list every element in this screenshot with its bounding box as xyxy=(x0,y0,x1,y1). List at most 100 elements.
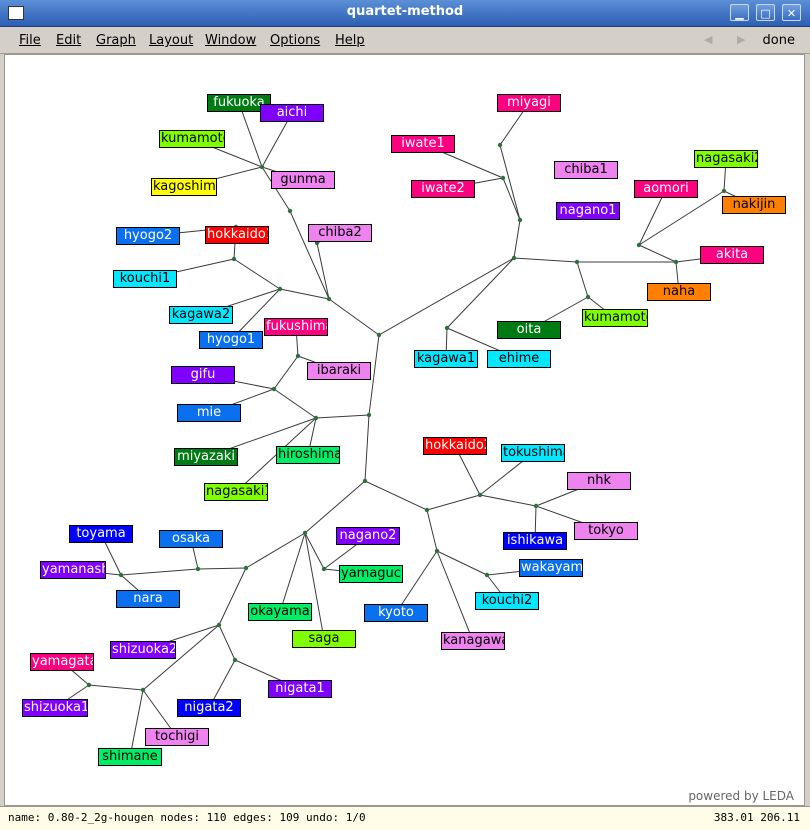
leaf-node-kyoto[interactable]: kyoto xyxy=(364,604,428,622)
junction-node[interactable] xyxy=(243,565,249,571)
leaf-node-fukushima[interactable]: fukushima xyxy=(264,318,328,336)
junction-node[interactable] xyxy=(444,325,450,331)
leaf-node-nigata1[interactable]: nigata1 xyxy=(268,680,332,698)
leaf-node-nakijin[interactable]: nakijin xyxy=(722,196,786,214)
menu-options[interactable]: Options xyxy=(270,33,321,48)
leaf-node-iwate2[interactable]: iwate2 xyxy=(411,180,475,198)
junction-node[interactable] xyxy=(277,286,283,292)
junction-node[interactable] xyxy=(86,682,92,688)
leaf-node-kumamoto2[interactable]: kumamoto2 xyxy=(159,130,225,148)
leaf-node-fukuoka[interactable]: fukuoka xyxy=(207,94,271,112)
leaf-node-aichi[interactable]: aichi xyxy=(260,104,324,122)
junction-node[interactable] xyxy=(424,507,430,513)
leaf-node-shizuoka1[interactable]: shizuoka1 xyxy=(22,699,88,717)
junction-node[interactable] xyxy=(511,255,517,261)
junction-node[interactable] xyxy=(118,572,124,578)
leaf-node-mie[interactable]: mie xyxy=(177,404,241,422)
junction-node[interactable] xyxy=(484,572,490,578)
leaf-node-chiba1[interactable]: chiba1 xyxy=(554,161,618,179)
junction-node[interactable] xyxy=(721,188,727,194)
junction-node[interactable] xyxy=(434,548,440,554)
leaf-node-hyogo1[interactable]: hyogo1 xyxy=(199,331,263,349)
leaf-node-nara[interactable]: nara xyxy=(116,590,180,608)
menu-edit[interactable]: Edit xyxy=(56,33,82,48)
junction-node[interactable] xyxy=(376,332,382,338)
junction-node[interactable] xyxy=(497,142,503,148)
menu-layout[interactable]: Layout xyxy=(149,33,194,48)
leaf-node-kagawa2[interactable]: kagawa2 xyxy=(169,306,233,324)
junction-node[interactable] xyxy=(232,657,238,663)
leaf-node-nagano1[interactable]: nagano1 xyxy=(556,202,620,220)
maximize-button[interactable]: □ xyxy=(756,4,775,21)
leaf-node-wakayama[interactable]: wakayama xyxy=(519,559,583,577)
junction-node[interactable] xyxy=(302,530,308,536)
leaf-node-shimane[interactable]: shimane xyxy=(98,748,162,766)
leaf-node-hokkaido1[interactable]: hokkaido1 xyxy=(205,226,269,244)
junction-node[interactable] xyxy=(366,412,372,418)
junction-node[interactable] xyxy=(477,492,483,498)
junction-node[interactable] xyxy=(216,622,222,628)
leaf-node-yamaguchi[interactable]: yamaguchi xyxy=(339,565,403,583)
leaf-node-kanagawa[interactable]: kanagawa xyxy=(441,632,505,650)
junction-node[interactable] xyxy=(259,164,265,170)
leaf-node-yamanashi[interactable]: yamanashi xyxy=(40,561,106,579)
junction-node[interactable] xyxy=(362,478,368,484)
junction-node[interactable] xyxy=(585,294,591,300)
minimize-button[interactable]: ▁ xyxy=(730,4,749,21)
menu-file[interactable]: File xyxy=(19,33,41,48)
back-arrow-icon[interactable]: ◀ xyxy=(704,33,713,46)
leaf-node-nhk[interactable]: nhk xyxy=(567,472,631,490)
junction-node[interactable] xyxy=(287,208,293,214)
leaf-node-aomori[interactable]: aomori xyxy=(634,180,698,198)
leaf-node-miyagi[interactable]: miyagi xyxy=(497,94,561,112)
leaf-node-kouchi1[interactable]: kouchi1 xyxy=(113,270,177,288)
leaf-node-okayama[interactable]: okayama xyxy=(248,603,312,621)
menu-help[interactable]: Help xyxy=(335,33,365,48)
junction-node[interactable] xyxy=(271,386,277,392)
junction-node[interactable] xyxy=(195,566,201,572)
leaf-node-tochigi[interactable]: tochigi xyxy=(145,728,209,746)
leaf-node-nigata2[interactable]: nigata2 xyxy=(177,699,241,717)
leaf-node-hokkaido2[interactable]: hokkaido2 xyxy=(423,437,487,455)
junction-node[interactable] xyxy=(533,503,539,509)
title-bar[interactable]: quartet-method ▁ □ ✕ xyxy=(0,0,810,27)
leaf-node-tokushima[interactable]: tokushima xyxy=(501,444,565,462)
leaf-node-oita[interactable]: oita xyxy=(497,321,561,339)
junction-node[interactable] xyxy=(140,687,146,693)
leaf-node-miyazaki[interactable]: miyazaki xyxy=(174,448,238,466)
leaf-node-kumamoto1[interactable]: kumamoto1 xyxy=(582,309,648,327)
leaf-node-ishikawa[interactable]: ishikawa xyxy=(503,532,567,550)
junction-node[interactable] xyxy=(231,256,237,262)
menu-graph[interactable]: Graph xyxy=(96,33,136,48)
leaf-node-hiroshima[interactable]: hiroshima xyxy=(276,446,340,464)
close-button[interactable]: ✕ xyxy=(782,4,801,21)
junction-node[interactable] xyxy=(321,566,327,572)
leaf-node-akita[interactable]: akita xyxy=(700,246,764,264)
leaf-node-gunma[interactable]: gunma xyxy=(271,171,335,189)
junction-node[interactable] xyxy=(326,296,332,302)
leaf-node-kagawa1[interactable]: kagawa1 xyxy=(414,350,478,368)
leaf-node-chiba2[interactable]: chiba2 xyxy=(308,224,372,242)
leaf-node-yamagata[interactable]: yamagata xyxy=(30,653,94,671)
junction-node[interactable] xyxy=(295,353,301,359)
menu-window[interactable]: Window xyxy=(205,33,257,48)
done-button[interactable]: done xyxy=(762,33,795,48)
window-menu-icon[interactable] xyxy=(8,6,24,20)
leaf-node-naha[interactable]: naha xyxy=(647,283,711,301)
junction-node[interactable] xyxy=(574,259,580,265)
junction-node[interactable] xyxy=(517,217,523,223)
leaf-node-shizuoka2[interactable]: shizuoka2 xyxy=(110,641,176,659)
forward-arrow-icon[interactable]: ▶ xyxy=(737,33,746,46)
leaf-node-tokyo[interactable]: tokyo xyxy=(574,522,638,540)
leaf-node-hyogo2[interactable]: hyogo2 xyxy=(116,227,180,245)
leaf-node-saga[interactable]: saga xyxy=(292,630,356,648)
leaf-node-nagano2[interactable]: nagano2 xyxy=(336,527,400,545)
leaf-node-kouchi2[interactable]: kouchi2 xyxy=(475,592,539,610)
junction-node[interactable] xyxy=(313,415,319,421)
junction-node[interactable] xyxy=(673,259,679,265)
leaf-node-osaka[interactable]: osaka xyxy=(159,530,223,548)
leaf-node-kagoshima[interactable]: kagoshima xyxy=(151,178,217,196)
leaf-node-nagasaki2[interactable]: nagasaki2 xyxy=(694,150,758,168)
leaf-node-toyama[interactable]: toyama xyxy=(69,525,133,543)
